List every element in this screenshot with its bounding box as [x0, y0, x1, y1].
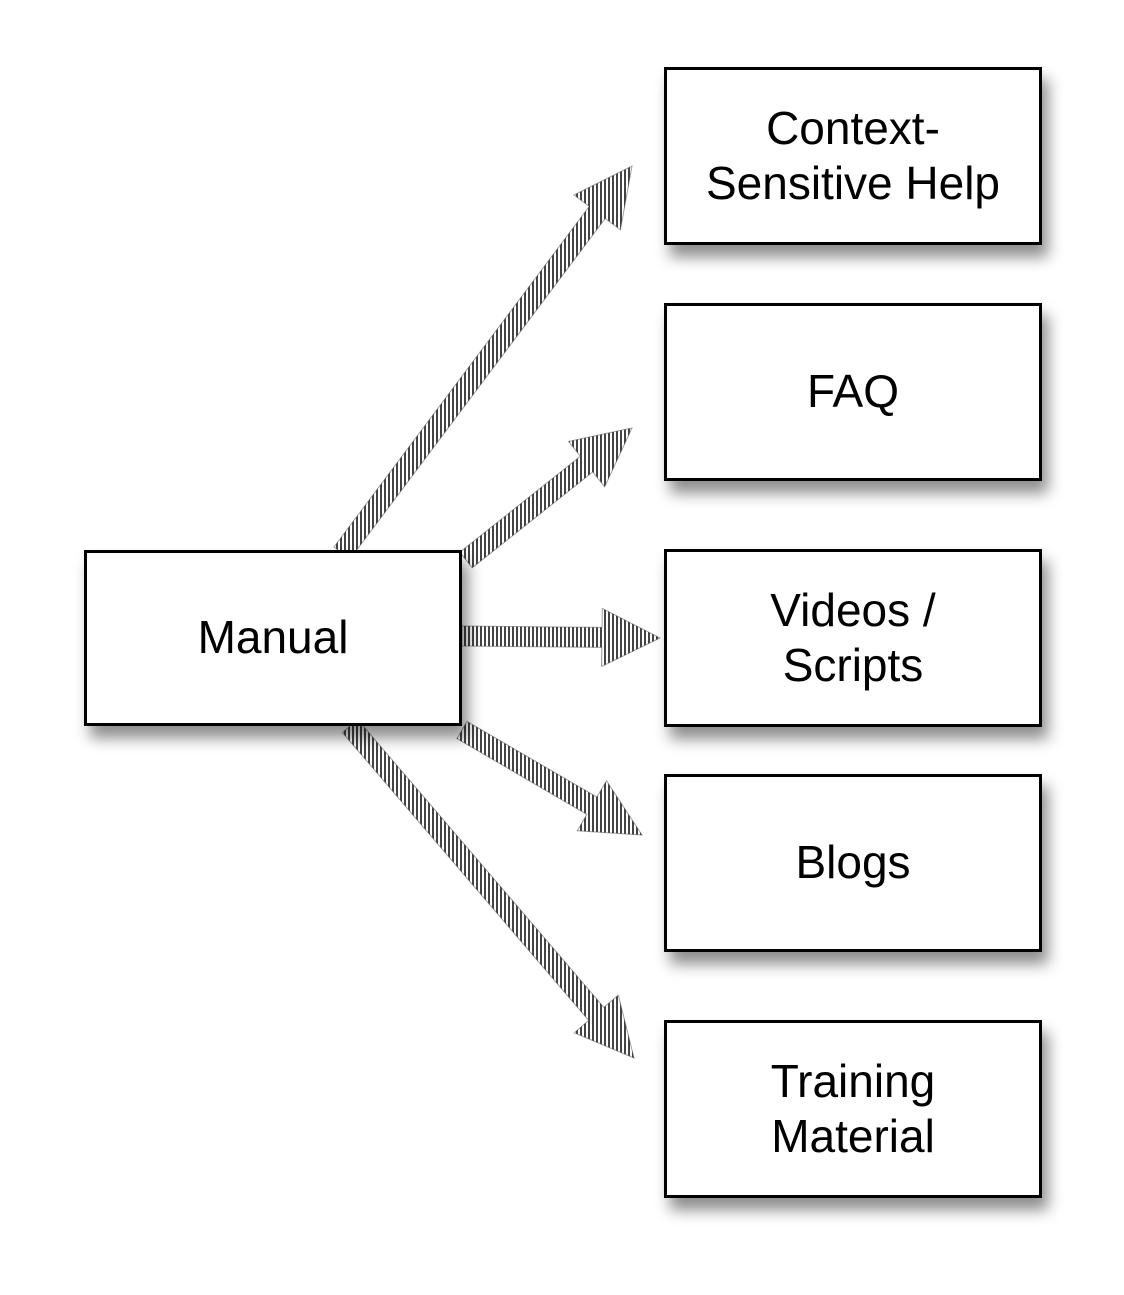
manual-node-label: Manual: [197, 611, 349, 664]
faq-node: FAQ: [664, 303, 1042, 481]
context-sensitive-help-node: Context- Sensitive Help: [664, 67, 1042, 245]
arrow-to-videos-scripts: [461, 607, 662, 668]
blogs-node: Blogs: [664, 774, 1042, 952]
arrow-to-context-sensitive-help: [333, 165, 633, 560]
training-material-node: Training Material: [664, 1020, 1042, 1198]
faq-label: FAQ: [806, 365, 900, 418]
videos-scripts-label: Videos / Scripts: [770, 583, 936, 691]
arrow-to-blogs: [456, 720, 643, 836]
context-sensitive-help-label: Context- Sensitive Help: [705, 101, 1001, 209]
arrow-to-training-material: [341, 718, 635, 1059]
videos-scripts-node: Videos / Scripts: [664, 549, 1042, 727]
arrow-to-faq: [459, 427, 633, 569]
blogs-label: Blogs: [795, 836, 911, 889]
manual-node: Manual: [84, 550, 462, 726]
training-material-label: Training Material: [770, 1054, 936, 1162]
